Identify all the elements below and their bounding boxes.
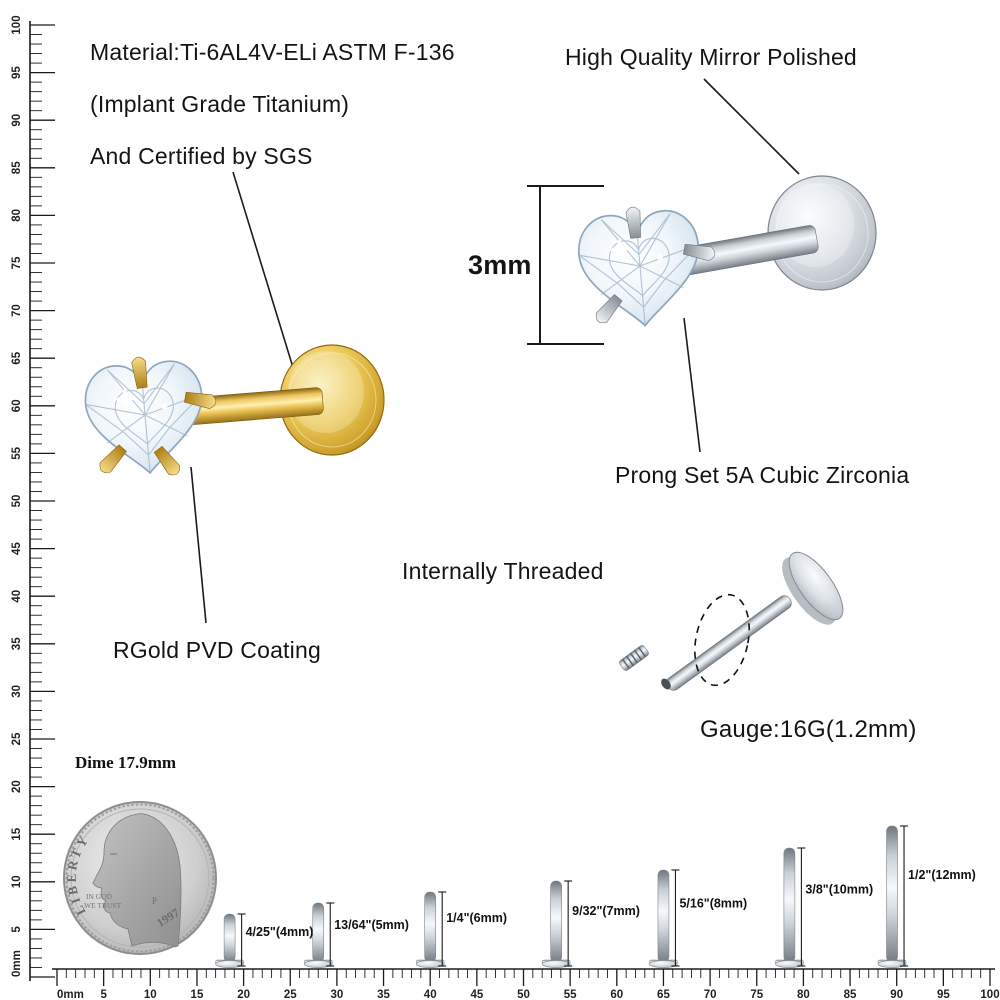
svg-text:0mm: 0mm [11, 950, 23, 977]
svg-text:55: 55 [11, 446, 23, 459]
svg-text:60: 60 [11, 399, 23, 412]
size-post-label: 5/16"(8mm) [679, 897, 747, 911]
gauge-label: Gauge:16G(1.2mm) [700, 716, 917, 743]
size-post-label: 1/2"(12mm) [908, 868, 976, 882]
svg-text:60: 60 [610, 989, 623, 1000]
svg-text:65: 65 [657, 989, 670, 1000]
svg-text:20: 20 [237, 989, 250, 1000]
silver-labret-stud [574, 175, 877, 332]
svg-text:40: 40 [424, 989, 437, 1000]
size-post-label: 1/4"(6mm) [446, 911, 507, 925]
svg-text:85: 85 [11, 161, 23, 174]
dashed-focus-ellipse [694, 593, 750, 687]
mirror-pointer-line [703, 78, 800, 175]
dime-mint-mark: P [152, 896, 157, 906]
svg-text:30: 30 [11, 685, 23, 698]
dime-motto-line2: WE TRUST [84, 901, 122, 910]
svg-text:10: 10 [11, 875, 23, 888]
threaded-screw [619, 645, 649, 671]
size-post [223, 913, 236, 963]
svg-text:55: 55 [564, 989, 577, 1000]
size-post [657, 869, 670, 963]
svg-text:45: 45 [470, 989, 483, 1000]
svg-text:85: 85 [844, 989, 857, 1000]
svg-text:25: 25 [284, 989, 297, 1000]
threaded-disc [788, 551, 844, 621]
prong-pointer-line [683, 317, 701, 453]
svg-text:25: 25 [11, 732, 23, 745]
svg-text:50: 50 [517, 989, 530, 1000]
size-comparison-chart: 4/25"(4mm) 13/64"(5mm) 1/4"(6mm) 9/32"(7mm)… [215, 825, 976, 968]
dime-caption: Dime 17.9mm [75, 753, 177, 772]
size-post [424, 891, 437, 963]
svg-text:35: 35 [11, 637, 23, 650]
dime-motto-line1: IN GOD [86, 892, 113, 901]
material-line3: And Certified by SGS [90, 143, 313, 169]
svg-text:5: 5 [11, 926, 23, 933]
svg-text:40: 40 [11, 590, 23, 603]
svg-text:75: 75 [11, 256, 23, 269]
size-post [312, 902, 325, 963]
svg-text:100: 100 [980, 989, 999, 1000]
dime-coin: LIBERTY IN GOD WE TRUST P 1997 [63, 801, 217, 955]
left-ruler: 0mm 5 10 15 20 25 30 35 40 45 50 55 60 65 70 75 80 85 90 95… [11, 15, 55, 981]
internally-threaded-label: Internally Threaded [402, 558, 604, 584]
gem-size-label: 3mm [468, 250, 532, 280]
svg-text:20: 20 [11, 780, 23, 793]
svg-text:90: 90 [890, 989, 903, 1000]
svg-text:95: 95 [11, 66, 23, 79]
material-line2: (Implant Grade Titanium) [90, 91, 350, 117]
material-pointer-line [232, 171, 300, 388]
size-post-label: 9/32"(7mm) [572, 904, 640, 918]
svg-text:45: 45 [11, 542, 23, 555]
svg-text:10: 10 [144, 989, 157, 1000]
svg-text:90: 90 [11, 114, 23, 127]
prong-set-label: Prong Set 5A Cubic Zirconia [615, 462, 910, 488]
gem-size-bracket [527, 185, 604, 345]
mirror-polished-label: High Quality Mirror Polished [565, 44, 857, 70]
svg-text:50: 50 [11, 495, 23, 508]
material-line1: Material:Ti-6AL4V-ELi ASTM F-136 [90, 39, 455, 65]
size-post [886, 825, 898, 963]
coating-label: RGold PVD Coating [113, 637, 321, 663]
svg-text:70: 70 [704, 989, 717, 1000]
svg-text:30: 30 [331, 989, 344, 1000]
svg-text:5: 5 [100, 989, 107, 1000]
size-post-label: 3/8"(10mm) [805, 882, 873, 896]
annotation-lines [190, 78, 800, 624]
svg-text:15: 15 [191, 989, 204, 1000]
svg-text:70: 70 [11, 304, 23, 317]
svg-text:35: 35 [377, 989, 390, 1000]
svg-text:0mm: 0mm [57, 989, 84, 1000]
threaded-bar-hole [661, 678, 671, 690]
material-label: Material:Ti-6AL4V-ELi ASTM F-136 (Implan… [90, 26, 455, 182]
svg-text:15: 15 [11, 827, 23, 840]
gold-labret-stud [81, 344, 385, 479]
roosevelt-profile [92, 813, 182, 948]
svg-text:65: 65 [11, 351, 23, 364]
bottom-ruler: 0mm 5 10 15 20 25 30 35 40 45 50 55 60 65 70 75 80 85 90 95… [52, 968, 1000, 1000]
size-post [783, 847, 796, 963]
svg-text:95: 95 [937, 989, 950, 1000]
svg-text:80: 80 [797, 989, 810, 1000]
svg-text:80: 80 [11, 209, 23, 222]
svg-text:100: 100 [11, 15, 23, 34]
threaded-bar [666, 595, 792, 691]
threaded-stud-diagram [619, 551, 844, 691]
size-post-label: 4/25"(4mm) [246, 925, 314, 939]
coating-pointer-line [190, 466, 207, 624]
size-post-label: 13/64"(5mm) [334, 918, 409, 932]
svg-text:75: 75 [750, 989, 763, 1000]
size-post [550, 880, 562, 963]
